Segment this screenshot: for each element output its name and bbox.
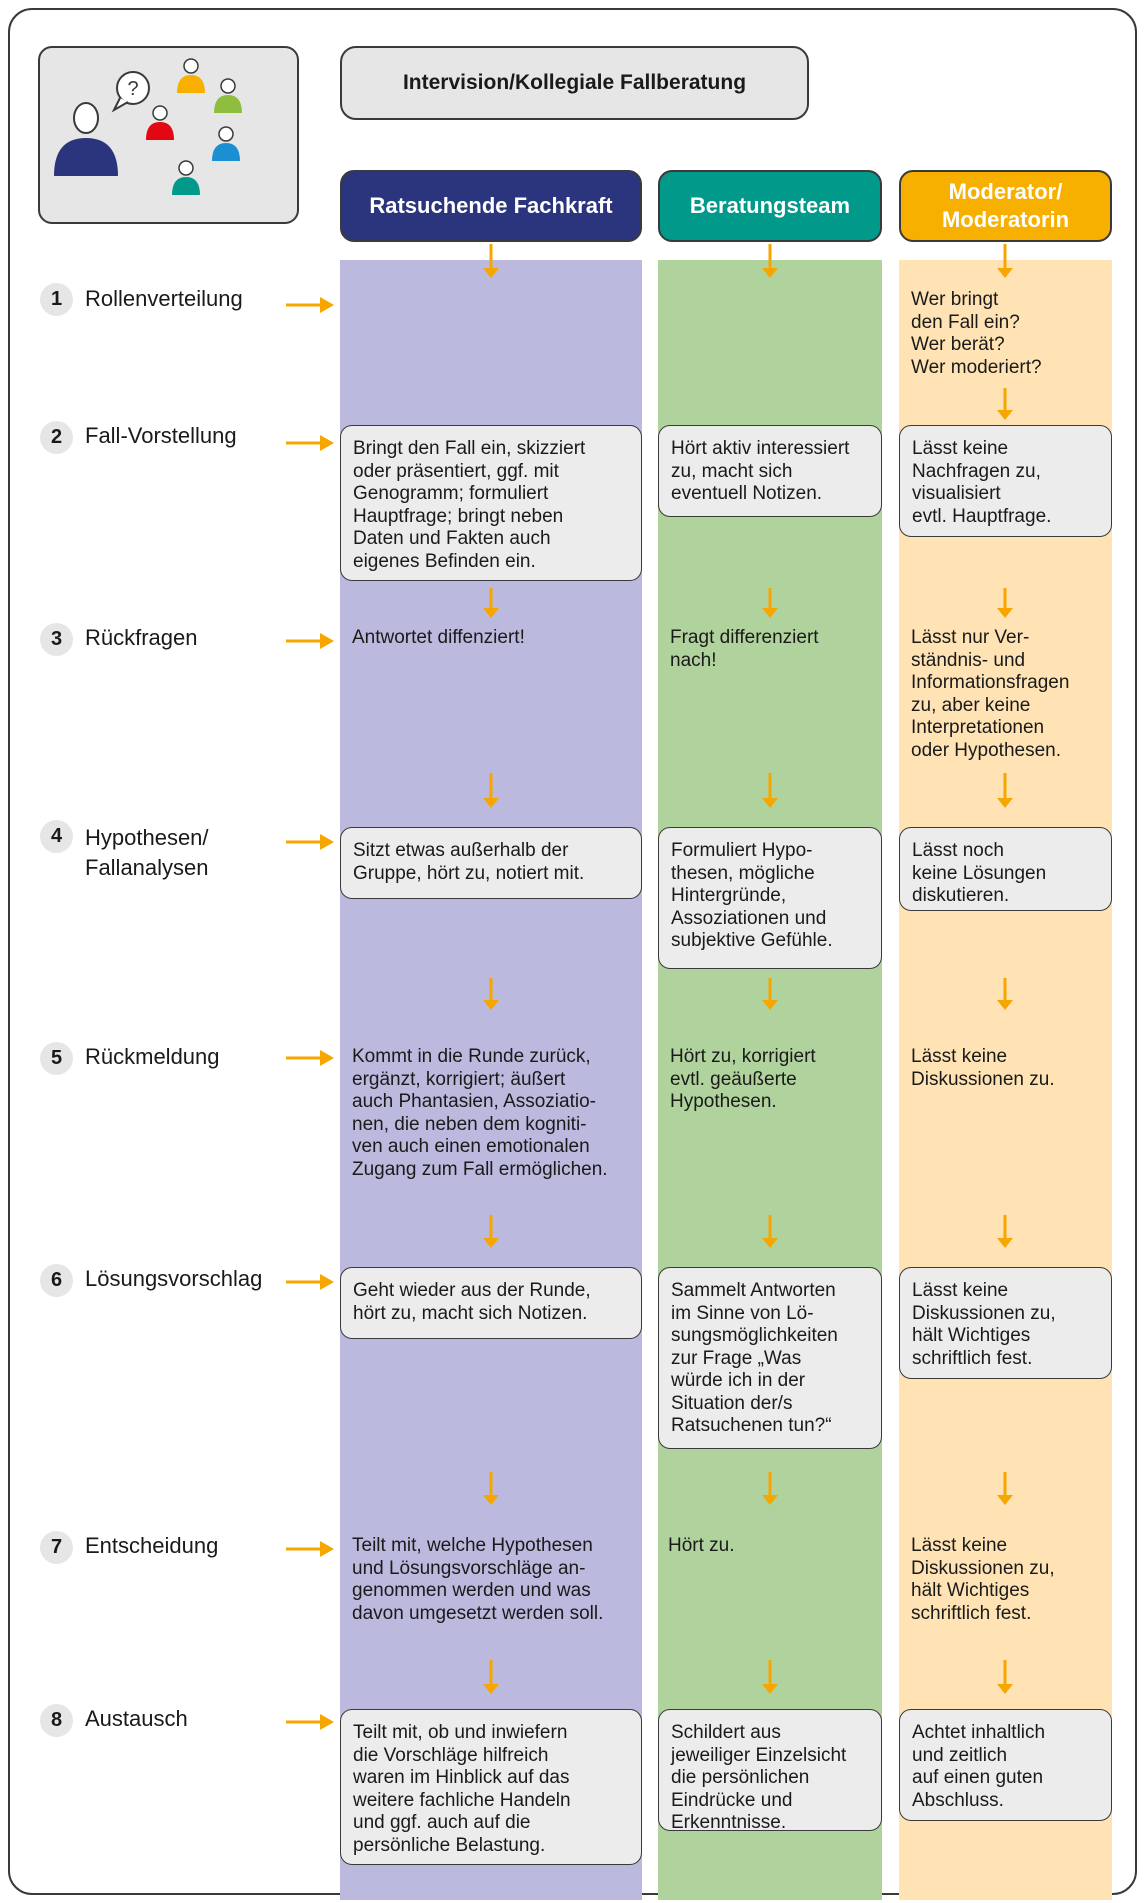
column-header-ratsuchende: Ratsuchende Fachkraft [340, 170, 642, 242]
step-7-moderator-cell: Lässt keine Diskussionen zu, hält Wichti… [911, 1535, 1055, 1624]
person-teal-icon [172, 160, 200, 195]
step-5-ratsuchende-cell: Kommt in die Runde zurück, ergänzt, korr… [352, 1046, 608, 1180]
svg-text:?: ? [127, 78, 138, 100]
step-number: 6 [40, 1264, 73, 1297]
column-band-beratungsteam [658, 260, 882, 1900]
page-title: Intervision/Kollegiale Fallberatung [340, 46, 809, 120]
step-8-moderator-cell: Achtet inhaltlich und zeitlich auf einen… [899, 1709, 1112, 1821]
step-4-ratsuchende-cell: Sitzt etwas außerhalb der Gruppe, hört z… [340, 827, 642, 899]
step-2-moderator-cell: Lässt keine Nachfragen zu, visualisiert … [899, 425, 1112, 537]
step-5-beratungsteam-cell: Hört zu, korrigiert evtl. geäußerte Hypo… [670, 1046, 816, 1112]
step-label: Hypothesen/ Fallanalysen [85, 825, 209, 880]
step-5-moderator-cell: Lässt keine Diskussionen zu. [911, 1046, 1055, 1090]
step-label: Entscheidung [85, 1533, 219, 1558]
step-8-beratungsteam-cell: Schildert aus jeweiliger Einzelsicht die… [658, 1709, 882, 1833]
step-8-ratsuchende-cell: Teilt mit, ob und inwiefern die Vorschlä… [340, 1709, 642, 1865]
step-label: Austausch [85, 1706, 188, 1731]
step-label: Rückfragen [85, 625, 198, 650]
step-6-beratungsteam-cell: Sammelt Antworten im Sinne von Lö- sungs… [658, 1267, 882, 1449]
step-number: 8 [40, 1704, 73, 1737]
step-number: 1 [40, 283, 73, 316]
step-label: Rückmeldung [85, 1044, 220, 1069]
step-7-ratsuchende-cell: Teilt mit, welche Hypothesen und Lösungs… [352, 1535, 604, 1624]
step-4-beratungsteam-cell: Formuliert Hypo- thesen, mögliche Hinter… [658, 827, 882, 969]
step-3-moderator-cell: Lässt nur Ver- ständnis- und Information… [911, 627, 1070, 761]
step-2-beratungsteam-cell: Hört aktiv interessiert zu, macht sich e… [658, 425, 882, 517]
step-4-moderator-cell: Lässt noch keine Lösungen diskutieren. [899, 827, 1112, 911]
step-number: 3 [40, 623, 73, 656]
step-label: Fall-Vorstellung [85, 423, 237, 448]
step-number: 5 [40, 1042, 73, 1075]
person-blue-icon [212, 126, 240, 161]
step-number: 2 [40, 421, 73, 454]
step-1-moderator-cell: Wer bringt den Fall ein? Wer berät? Wer … [911, 289, 1042, 378]
group-of-people-icon: ? [54, 58, 242, 195]
person-with-question-bubble-icon: ? [54, 71, 150, 176]
person-red-icon [146, 105, 174, 140]
step-number: 4 [40, 820, 73, 853]
step-label: Rollenverteilung [85, 286, 243, 311]
step-3-ratsuchende-cell: Antwortet diffenziert! [352, 627, 525, 648]
step-6-moderator-cell: Lässt keine Diskussionen zu, hält Wichti… [899, 1267, 1112, 1379]
illustration-box: ? [38, 46, 299, 224]
step-3-beratungsteam-cell: Fragt differenziert nach! [670, 627, 819, 671]
step-7-beratungsteam-cell: Hört zu. [668, 1535, 735, 1556]
column-header-moderator: Moderator/ Moderatorin [899, 170, 1112, 242]
step-2-ratsuchende-cell: Bringt den Fall ein, skizziert oder präs… [340, 425, 642, 581]
step-label: Lösungsvorschlag [85, 1266, 263, 1291]
column-header-beratungsteam: Beratungsteam [658, 170, 882, 242]
step-number: 7 [40, 1531, 73, 1564]
person-orange-icon [177, 58, 205, 93]
person-green-icon [214, 78, 242, 113]
step-6-ratsuchende-cell: Geht wieder aus der Runde, hört zu, mach… [340, 1267, 642, 1339]
